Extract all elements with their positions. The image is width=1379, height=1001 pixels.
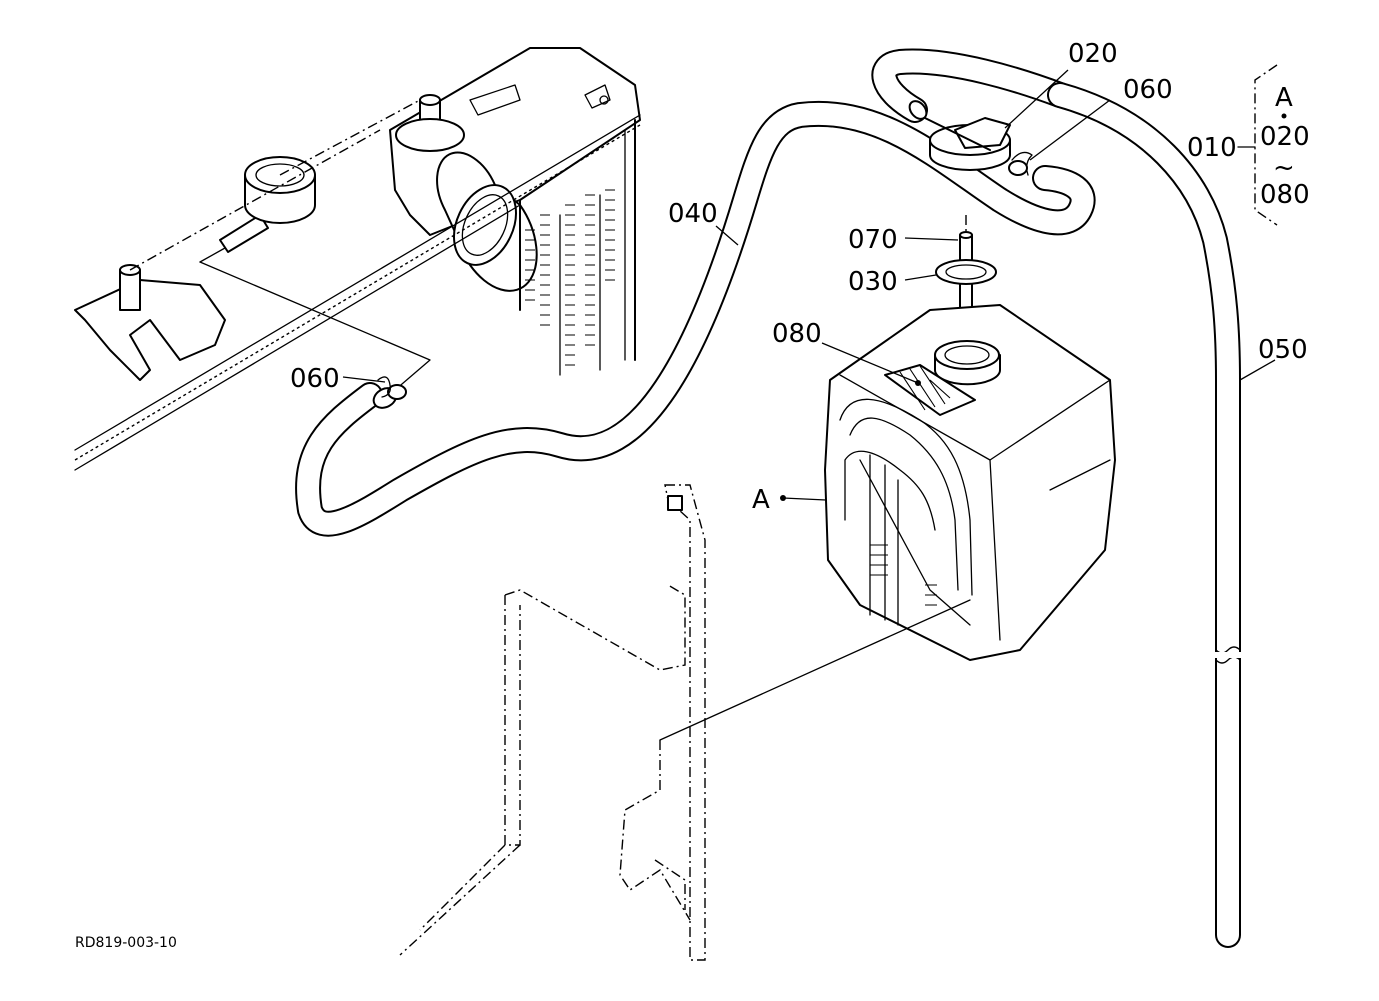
callout-030: 030: [848, 267, 898, 297]
diagram-code: RD819-003-10: [75, 935, 177, 951]
callout-050: 050: [1258, 335, 1308, 365]
group-bracket-from: 020: [1260, 122, 1310, 152]
ring-030: [935, 259, 997, 285]
reserve-tank: [824, 304, 1116, 661]
callout-010: 010: [1187, 133, 1237, 163]
radiator: [74, 47, 641, 471]
group-bracket-to: 080: [1260, 180, 1310, 210]
callout-020: 020: [1068, 39, 1118, 69]
radiator-overflow-pipe: [219, 156, 316, 253]
group-bracket-top: A: [1275, 83, 1293, 113]
callout-060-right: 060: [1123, 75, 1173, 105]
hose-040: [295, 100, 1096, 537]
tank-cap-020: [924, 117, 1011, 171]
callout-080: 080: [772, 319, 822, 349]
callout-070: 070: [848, 225, 898, 255]
callout-040: 040: [668, 199, 718, 229]
leader-lines: [342, 69, 1276, 501]
clip-060-left: [377, 376, 407, 400]
group-bracket: [1237, 64, 1287, 226]
group-bracket-tilde: ~: [1273, 153, 1295, 183]
callout-060-left: 060: [290, 364, 340, 394]
radiator-fins: [525, 189, 615, 366]
hose-050: [1047, 82, 1242, 948]
overflow-loop: [871, 48, 1073, 123]
clip-060-right: [1008, 151, 1033, 176]
callout-a: A: [752, 485, 770, 515]
mounting-bracket: [399, 484, 971, 961]
